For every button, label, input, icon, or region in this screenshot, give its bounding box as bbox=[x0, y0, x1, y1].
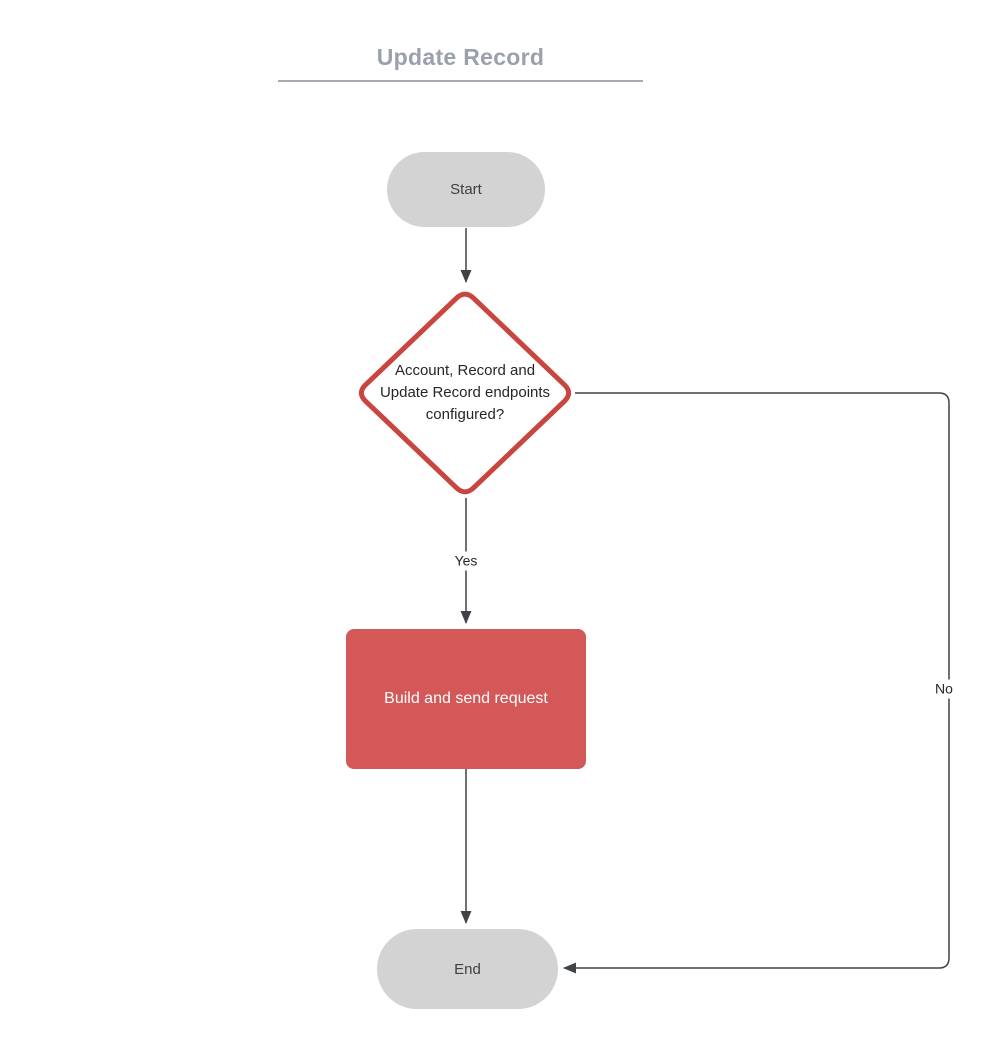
process-node-label: Build and send request bbox=[384, 690, 548, 707]
decision-label-line-1: Account, Record and bbox=[394, 362, 536, 379]
end-node: End bbox=[377, 929, 558, 1009]
diagram-title: Update Record bbox=[376, 44, 545, 70]
start-node: Start bbox=[387, 152, 545, 227]
edge-label-no: No bbox=[931, 679, 957, 699]
process-node: Build and send request bbox=[346, 629, 586, 769]
edge-decision-to-end-no bbox=[563, 392, 950, 974]
diagram-title-block: Update Record bbox=[278, 44, 643, 82]
decision-label-line-2: Update Record endpoints bbox=[379, 384, 551, 401]
edge-label-yes: Yes bbox=[450, 551, 482, 571]
start-node-label: Start bbox=[450, 181, 482, 198]
end-node-label: End bbox=[454, 960, 481, 978]
decision-node-label: Account, Record and Update Record endpoi… bbox=[362, 360, 568, 426]
decision-label-line-3: configured? bbox=[425, 406, 505, 423]
